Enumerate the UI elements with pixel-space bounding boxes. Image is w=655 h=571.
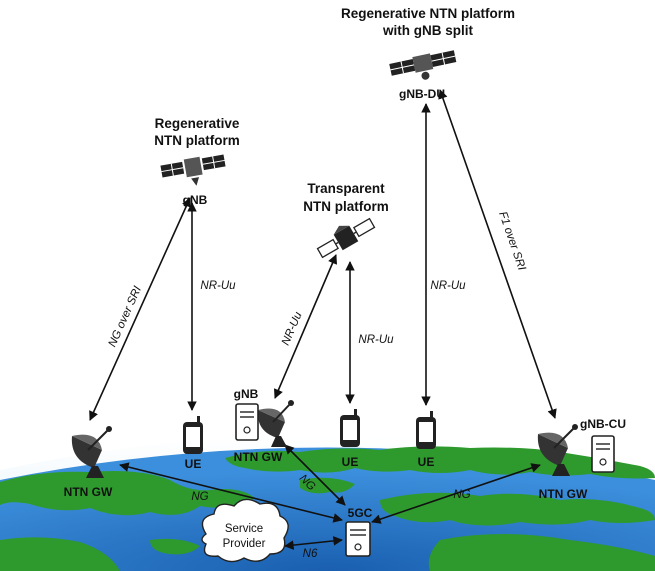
gnb-cu-label: gNB-CU bbox=[580, 417, 626, 431]
phone-icon bbox=[340, 409, 360, 447]
ue-label: UE bbox=[342, 455, 359, 469]
transparent-title: NTN platform bbox=[303, 199, 389, 214]
satellite-dish-icon bbox=[71, 426, 112, 478]
n6-link bbox=[284, 536, 343, 550]
gnb-ground-label: gNB bbox=[234, 387, 259, 401]
phone-icon bbox=[183, 416, 203, 454]
regen-split-title: Regenerative NTN platform bbox=[341, 6, 515, 21]
ntn-gw-label: NTN GW bbox=[234, 450, 283, 464]
ntn-gw-label: NTN GW bbox=[64, 485, 113, 499]
gnb-du-label: gNB-DU bbox=[399, 87, 445, 101]
nr-uu-link-2 bbox=[273, 254, 338, 399]
ng-link-2 bbox=[284, 444, 346, 506]
server-icon bbox=[235, 403, 259, 441]
ng-over-sri-link bbox=[89, 197, 191, 421]
server-icon bbox=[591, 435, 615, 473]
ntn-gw-label: NTN GW bbox=[539, 487, 588, 501]
ng-over-sri-label: NG over SRI bbox=[107, 284, 145, 349]
server-icon bbox=[345, 521, 371, 557]
nr-uu-label: NR-Uu bbox=[358, 334, 394, 346]
core-label: 5GC bbox=[348, 506, 373, 520]
ng-label: NG bbox=[191, 491, 208, 503]
regen-title: NTN platform bbox=[154, 133, 240, 148]
nr-uu-label: NR-Uu bbox=[280, 310, 305, 348]
n6-label: N6 bbox=[303, 548, 318, 560]
cloud-icon bbox=[201, 498, 289, 563]
nr-uu-label: NR-Uu bbox=[430, 280, 466, 292]
links bbox=[89, 89, 557, 550]
ue-label: UE bbox=[185, 457, 202, 471]
regen-split-title: with gNB split bbox=[382, 23, 473, 38]
satellite-dish-icon bbox=[257, 400, 294, 447]
nr-uu-label: NR-Uu bbox=[200, 280, 236, 292]
satellite-icon bbox=[316, 217, 376, 259]
phone-icon bbox=[416, 411, 436, 449]
satellite-icon bbox=[389, 50, 457, 80]
transparent-title: Transparent bbox=[307, 181, 385, 196]
ng-link-3 bbox=[371, 463, 541, 524]
service-provider-label: Service bbox=[225, 523, 263, 535]
f1-over-sri-link bbox=[438, 89, 557, 419]
service-provider-label: Provider bbox=[223, 538, 266, 550]
ng-label: NG bbox=[453, 489, 470, 501]
regen-title: Regenerative bbox=[155, 116, 240, 131]
gnb-sat-label: gNB bbox=[183, 193, 208, 207]
satellite-dish-icon bbox=[537, 424, 578, 476]
ng-link-1 bbox=[119, 462, 343, 523]
satellite-icon bbox=[160, 154, 226, 186]
ue-label: UE bbox=[418, 455, 435, 469]
